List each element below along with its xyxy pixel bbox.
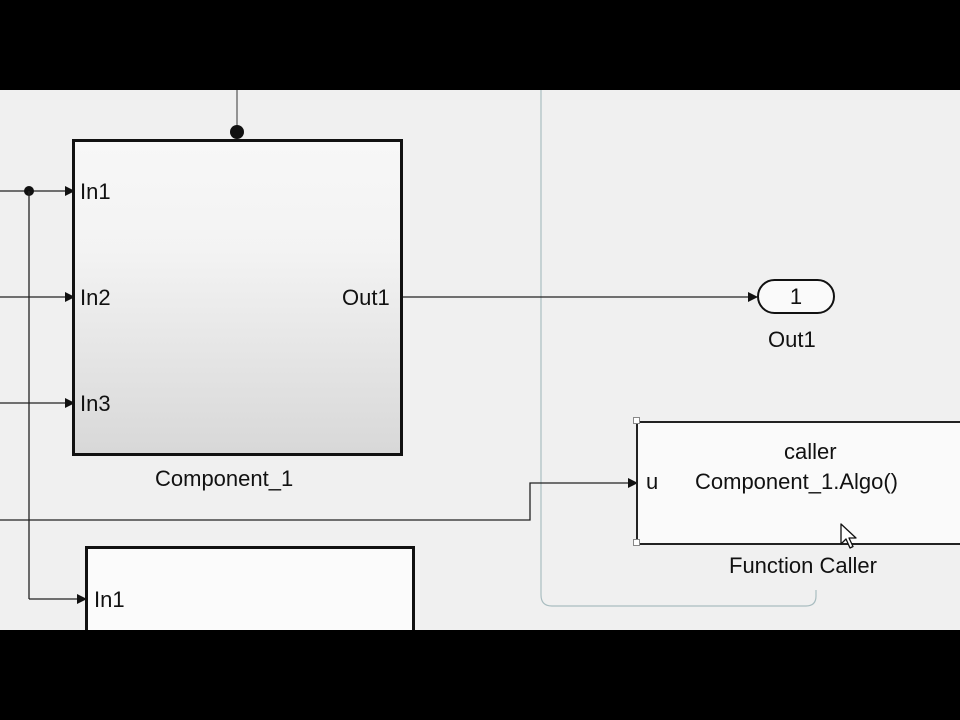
component-1-title: Component_1 <box>155 466 294 491</box>
component-1-in2-label: In2 <box>80 285 111 310</box>
outport-number: 1 <box>789 283 803 309</box>
selection-handle-top-left[interactable] <box>633 417 640 424</box>
component-2-in1-label: In1 <box>94 587 125 612</box>
component-2-block[interactable] <box>85 546 415 630</box>
component-1-block[interactable] <box>72 139 403 456</box>
mouse-cursor-icon <box>840 523 857 549</box>
letterbox-top <box>0 0 960 90</box>
outport-label: Out1 <box>768 327 816 352</box>
selection-handle-bottom-left[interactable] <box>633 539 640 546</box>
trigger-port-dot <box>230 125 244 139</box>
outport-block[interactable]: 1 <box>757 279 835 314</box>
component-1-in1-label: In1 <box>80 179 111 204</box>
function-caller-header: caller <box>784 439 837 464</box>
function-caller-port-u: u <box>646 469 659 494</box>
component-1-out1-label: Out1 <box>342 285 390 310</box>
component-1-in3-label: In3 <box>80 391 111 416</box>
function-caller-title: Function Caller <box>729 553 877 578</box>
function-caller-block[interactable] <box>636 421 960 545</box>
letterbox-bottom <box>0 630 960 720</box>
area-boundary <box>540 90 817 607</box>
simulink-canvas[interactable]: In1 In2 In3 Out1 Component_1 In1 1 Out1 … <box>0 90 960 630</box>
function-caller-call: Component_1.Algo() <box>695 469 899 494</box>
